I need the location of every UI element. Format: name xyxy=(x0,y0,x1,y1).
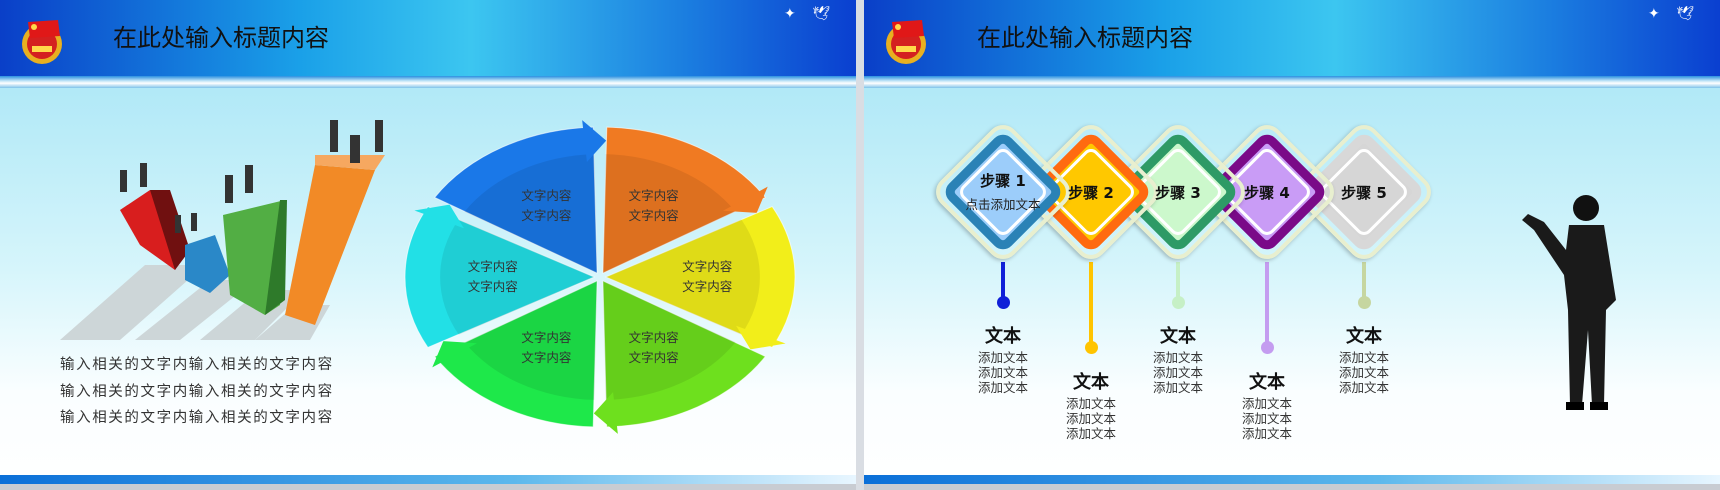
body-text-line: 输入相关的文字内输入相关的文字内容 xyxy=(60,357,334,373)
cycle-segment-inner xyxy=(440,219,595,335)
cycle-segment-inner xyxy=(464,280,598,400)
step-description: 添加文本添加文本添加文本 xyxy=(1319,350,1409,395)
step-dot xyxy=(1357,296,1371,309)
segment-text-line: 文字内容 xyxy=(682,259,733,274)
step-description-line: 添加文本 xyxy=(1241,396,1292,411)
businessman-illustration xyxy=(1522,195,1616,410)
body-text-line: 输入相关的文字内输入相关的文字内容 xyxy=(60,410,334,426)
step-heading: 文本 xyxy=(1073,372,1109,393)
segment-text-line: 文字内容 xyxy=(521,330,572,346)
segment-text-line: 文字内容 xyxy=(682,279,733,294)
step-description-line: 添加文本 xyxy=(1241,426,1292,441)
step-connector xyxy=(1176,262,1180,300)
step-label: 步骤 4 xyxy=(1244,184,1290,202)
cycle-arrow-icon xyxy=(736,325,786,350)
segment-text-line: 文字内容 xyxy=(521,207,572,223)
cycle-segment-text: 文字内容文字内容 xyxy=(614,328,694,368)
header-banner xyxy=(0,0,856,78)
cycle-arrow-icon xyxy=(414,204,464,229)
step-connector xyxy=(1265,262,1269,345)
footer-edge xyxy=(864,484,1720,490)
cycle-arrow-icon xyxy=(582,120,607,162)
doves-icon: ✦ 🕊 xyxy=(1648,6,1700,22)
step-description-line: 添加文本 xyxy=(1065,411,1116,426)
header-stripe xyxy=(0,76,856,88)
step-description-line: 添加文本 xyxy=(1338,350,1389,365)
cycle-arrow-icon xyxy=(722,186,768,213)
footer-bar xyxy=(0,475,856,484)
segment-text-line: 文字内容 xyxy=(521,187,572,203)
cycle-segment-text: 文字内容文字内容 xyxy=(506,328,586,368)
step-description-line: 添加文本 xyxy=(977,365,1028,380)
cycle-diagram xyxy=(404,120,796,434)
slide-1: 在此处输入标题内容 ✦ 🕊 输入相关的文字内输入相关的文字内容 输入相关的文字内… xyxy=(0,0,856,490)
doves-icon: ✦ 🕊 xyxy=(784,6,836,22)
segment-text-line: 文字内容 xyxy=(628,350,679,366)
step-heading: 文本 xyxy=(1249,372,1285,393)
step-description-line: 添加文本 xyxy=(1338,380,1389,395)
slide-title: 在此处输入标题内容 xyxy=(977,24,1193,52)
header-stripe xyxy=(864,76,1720,88)
step-dot xyxy=(1084,341,1098,354)
segment-text-line: 文字内容 xyxy=(628,330,679,346)
step-description-line: 添加文本 xyxy=(1338,365,1389,380)
header-banner xyxy=(864,0,1720,78)
footer-edge xyxy=(0,484,856,490)
step-connector xyxy=(1362,262,1366,300)
step-label: 步骤 3 xyxy=(1155,184,1201,202)
youth-league-emblem-icon xyxy=(886,20,926,64)
footer-bar xyxy=(864,475,1720,484)
step-dot xyxy=(1171,296,1185,309)
cycle-segment-text: 文字内容文字内容 xyxy=(614,186,694,226)
step-heading: 文本 xyxy=(985,326,1021,347)
step-description-line: 添加文本 xyxy=(1152,365,1203,380)
cycle-segment xyxy=(602,126,767,274)
step-dot xyxy=(1260,341,1274,354)
cycle-segment xyxy=(602,280,767,428)
cycle-segment-inner xyxy=(602,154,736,274)
step-heading: 文本 xyxy=(1160,326,1196,347)
cycle-segment xyxy=(404,205,596,349)
step-sublabel: 点击添加文本 xyxy=(965,197,1041,212)
body-text-line: 输入相关的文字内输入相关的文字内容 xyxy=(60,384,334,400)
step-description: 添加文本添加文本添加文本 xyxy=(1222,396,1312,441)
segment-text-line: 文字内容 xyxy=(521,350,572,366)
cycle-arrow-icon xyxy=(593,392,618,434)
step-connector xyxy=(1089,262,1093,345)
step-description-line: 添加文本 xyxy=(1065,396,1116,411)
step-heading: 文本 xyxy=(1346,326,1382,347)
youth-league-emblem-icon xyxy=(22,20,62,64)
bar-chart-illustration xyxy=(60,120,385,340)
slide-title: 在此处输入标题内容 xyxy=(113,24,329,52)
cycle-segment-inner xyxy=(602,280,736,400)
step-description-line: 添加文本 xyxy=(1152,380,1203,395)
cycle-segment xyxy=(604,205,796,349)
step-description-line: 添加文本 xyxy=(1065,426,1116,441)
cycle-segment xyxy=(433,126,598,274)
step-description-line: 添加文本 xyxy=(977,380,1028,395)
segment-text-line: 文字内容 xyxy=(467,259,518,274)
step-description-line: 添加文本 xyxy=(977,350,1028,365)
segment-text-line: 文字内容 xyxy=(628,187,679,203)
step-label: 步骤 1 xyxy=(980,172,1026,190)
step-description-line: 添加文本 xyxy=(1152,350,1203,365)
step-label: 步骤 2 xyxy=(1068,184,1114,202)
cycle-segment xyxy=(433,280,598,428)
cycle-arrow-icon xyxy=(432,341,478,368)
segment-text-line: 文字内容 xyxy=(467,279,518,294)
step-connector xyxy=(1001,262,1005,300)
step-dot xyxy=(996,296,1010,309)
step-description: 添加文本添加文本添加文本 xyxy=(958,350,1048,395)
step-label: 步骤 5 xyxy=(1341,184,1387,202)
cycle-segment-inner xyxy=(605,219,760,335)
step-description-line: 添加文本 xyxy=(1241,411,1292,426)
step-description: 添加文本添加文本添加文本 xyxy=(1046,396,1136,441)
cycle-segment-text: 文字内容文字内容 xyxy=(506,186,586,226)
cycle-segment-text: 文字内容文字内容 xyxy=(667,257,747,297)
cycle-segment-text: 文字内容文字内容 xyxy=(453,257,533,297)
segment-text-line: 文字内容 xyxy=(628,207,679,223)
step-description: 添加文本添加文本添加文本 xyxy=(1133,350,1223,395)
cycle-segment-inner xyxy=(464,154,598,274)
